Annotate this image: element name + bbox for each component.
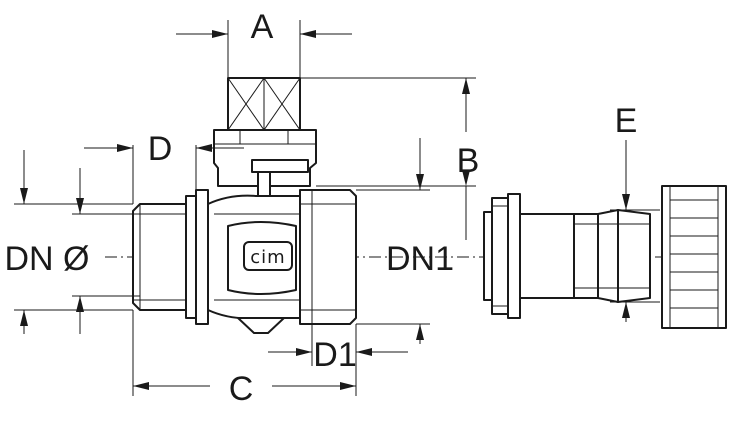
dimension-dn-label: DN Ø	[5, 240, 90, 278]
dimension-e	[610, 140, 660, 322]
brand-logo: cim	[250, 247, 285, 268]
valve-body: cim	[207, 194, 301, 334]
hose-tail	[483, 193, 651, 319]
dimension-c-label: C	[229, 370, 254, 408]
dimension-e-label: E	[615, 102, 638, 140]
dimension-d	[84, 144, 244, 204]
brand-plate	[243, 241, 293, 271]
left-threaded-end	[132, 189, 209, 325]
dimension-c	[132, 310, 357, 396]
bonnet	[213, 129, 317, 203]
dimension-a	[176, 20, 352, 78]
dimension-d-label: D	[148, 130, 173, 168]
ring-nut	[661, 185, 727, 329]
dimension-dn1	[356, 138, 430, 344]
dimension-a-label: A	[251, 8, 274, 46]
dimension-dn	[14, 150, 140, 334]
dimension-b-label: B	[457, 142, 480, 180]
dimension-b	[300, 77, 476, 240]
right-hex-end	[299, 189, 357, 325]
dimension-dn1-label: DN1	[386, 240, 454, 278]
dimension-d1-label: D1	[313, 336, 356, 374]
dimension-d1	[268, 324, 408, 366]
square-head	[227, 77, 301, 131]
